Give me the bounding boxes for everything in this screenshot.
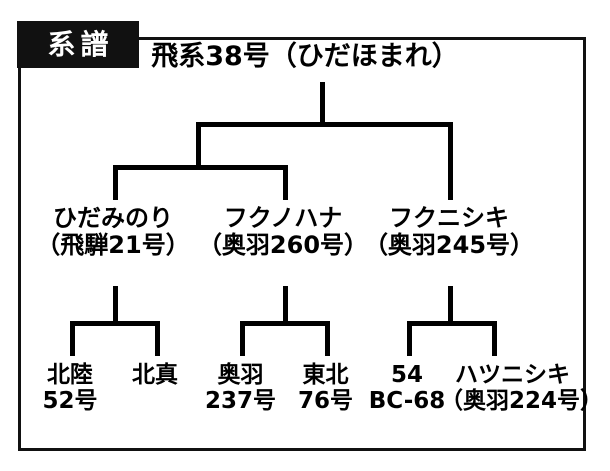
node-hokushin-line1: 北真 [132,362,178,388]
node-root-line1: 飛系38号（ひだほまれ） [151,41,459,72]
connector-to-54bc68 [407,321,412,356]
node-hokushin: 北真 [113,362,197,388]
node-tohoku76: 東北 76号 [283,362,368,414]
node-hokuriku52-line1: 北陸 [47,362,93,388]
chart-frame [18,37,586,451]
node-fukunohana: フクノハナ （奥羽260号） [190,204,376,260]
node-54bc68-line1: 54 [390,362,423,388]
connector-bus-fukunohana-children [240,321,330,326]
node-fukunishiki: フクニシキ （奥羽245号） [356,204,542,260]
node-54bc68-line2: BC-68 [368,388,446,415]
node-tohoku76-line2: 76号 [297,388,353,415]
node-ouu237: 奥羽 237号 [196,362,285,414]
connector-bus-fukunishiki-children [407,321,497,326]
chart-title-badge: 系譜 [17,21,139,68]
node-fukunohana-line2: （奥羽260号） [197,231,369,260]
connector-to-fukunohana [283,165,288,200]
node-fukunishiki-line1: フクニシキ [389,204,509,232]
node-hidaminori: ひだみのり （飛騨21号） [18,204,208,260]
connector-to-ouu237 [240,321,245,356]
node-hidaminori-line2: （飛騨21号） [36,231,190,260]
node-fukunishiki-line2: （奥羽245号） [363,231,535,260]
connector-to-hokuriku52 [70,321,75,356]
node-ouu237-line2: 237号 [204,388,276,415]
connector-root-stem [320,82,325,125]
node-hidaminori-line1: ひだみのり [53,204,173,232]
node-hatsunishiki: ハツニシキ （奥羽224号） [440,362,604,415]
connector-bus-gen2-left [113,165,288,170]
connector-bus-gen2 [196,122,453,127]
connector-to-fukunishiki [448,122,453,200]
node-hatsunishiki-line2: （奥羽224号） [440,388,604,415]
connector-fukunishiki-stem [448,286,453,326]
connector-bus-hidaminori-children [70,321,160,326]
node-hokuriku52: 北陸 52号 [25,362,115,414]
connector-to-hatsunishiki [492,321,497,356]
connector-to-hidaminori [113,165,118,200]
node-root: 飛系38号（ひだほまれ） [0,41,610,73]
node-hatsunishiki-line1: ハツニシキ [455,362,570,388]
connector-bus-gen2-left-drop [196,122,201,170]
connector-fukunohana-stem [283,286,288,326]
node-ouu237-line1: 奥羽 [217,362,264,388]
node-tohoku76-line1: 東北 [302,362,349,388]
node-54bc68: 54 BC-68 [362,362,452,414]
connector-hidaminori-stem [113,286,118,326]
node-fukunohana-line1: フクノハナ [223,204,343,232]
node-hokuriku52-line2: 52号 [42,388,98,415]
connector-to-hokushin [155,321,160,356]
connector-to-tohoku76 [325,321,330,356]
chart-title-text: 系譜 [47,27,114,61]
